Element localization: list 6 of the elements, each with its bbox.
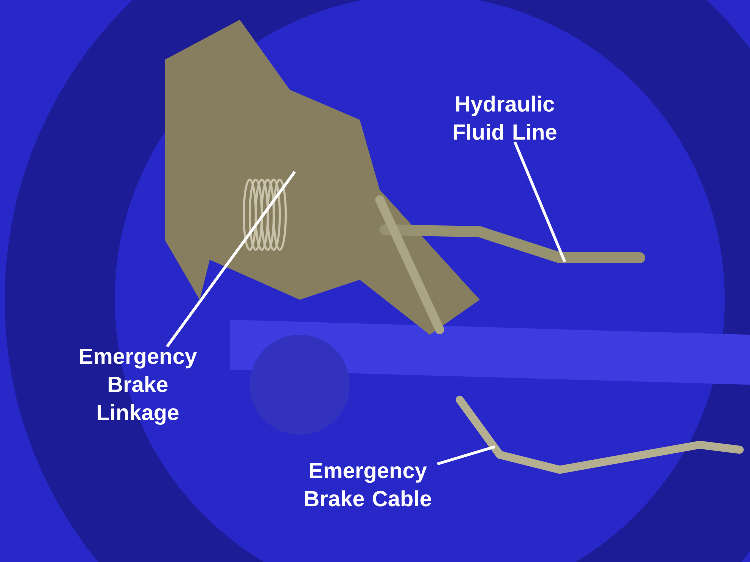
leader-line xyxy=(166,171,296,348)
label-text: Emergency Brake Cable xyxy=(305,463,432,507)
leader-line xyxy=(514,142,566,263)
label-text: Hydraulic Fluid Line xyxy=(454,96,557,140)
leader-line xyxy=(437,446,496,466)
label-text: Emergency Brake Linkage xyxy=(80,349,198,425)
